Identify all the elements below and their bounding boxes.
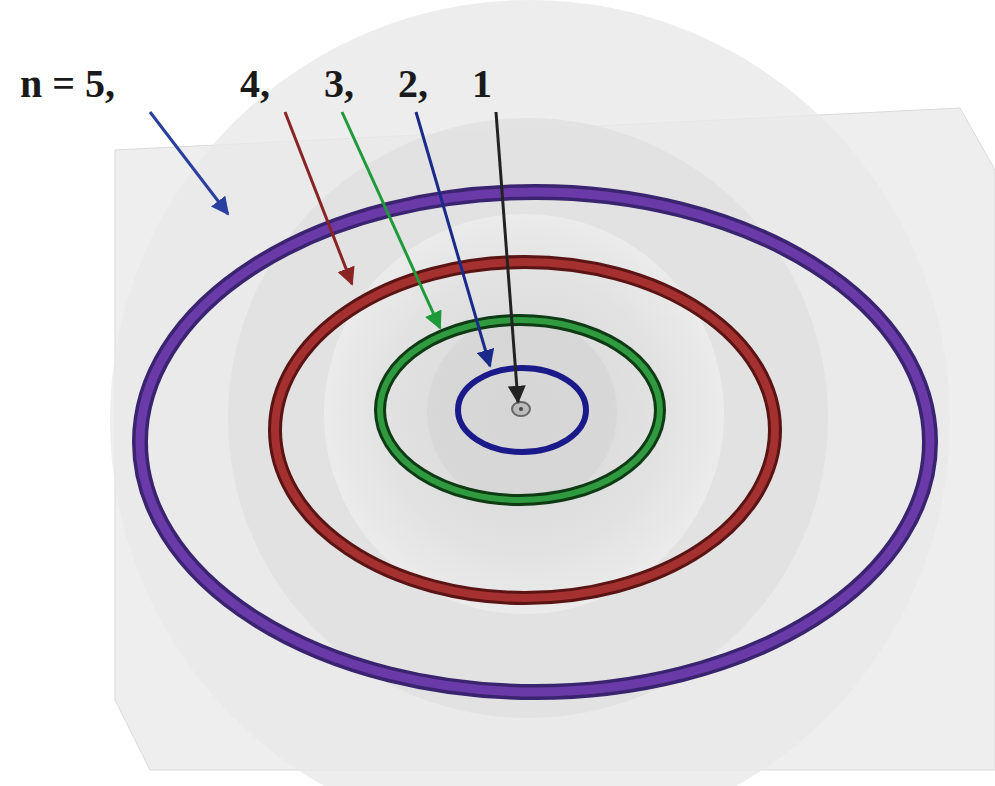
orbit-ring [275, 262, 775, 598]
middle-sphere [228, 118, 828, 718]
leader-arrow [285, 112, 352, 284]
orbit-label: 2, [398, 62, 428, 106]
orbit-ring [275, 262, 775, 598]
orbit-label: 1 [472, 62, 492, 106]
core-sphere [427, 317, 617, 507]
orbit-ring [380, 320, 660, 500]
orbit-ring [140, 192, 930, 692]
orbit-ring [512, 402, 530, 416]
orbit-label: 4, [240, 62, 270, 106]
leader-arrow [416, 112, 490, 366]
leader-arrow [150, 112, 228, 214]
orbit-ring [380, 320, 660, 500]
nucleus [519, 407, 523, 411]
outer-sphere [110, 0, 950, 786]
orbit-label: 3, [324, 62, 354, 106]
orbit-label: n = 5, [20, 62, 115, 106]
inner-sphere [324, 214, 724, 614]
orbit-ring [140, 192, 930, 692]
orbit-ring [458, 368, 586, 452]
leader-arrow [496, 112, 518, 402]
